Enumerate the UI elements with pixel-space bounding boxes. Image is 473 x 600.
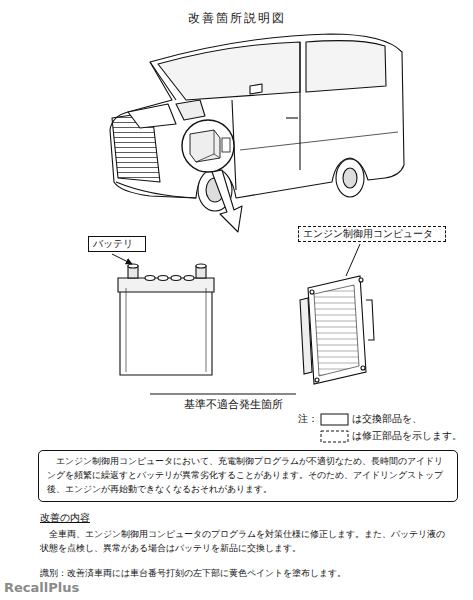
part-label-box: エンジン制御用コンピュータ bbox=[298, 226, 446, 242]
pointer-arrow bbox=[212, 170, 242, 232]
car-illustration bbox=[110, 34, 404, 211]
legend-entry: は修正部品を示します。 bbox=[352, 430, 462, 443]
legend-text: は交換部品を、 bbox=[352, 413, 422, 426]
node-text: エンジン制御用コンピュータ bbox=[303, 228, 441, 240]
page-title: 改善箇所説明図 bbox=[0, 10, 473, 27]
identification-note: 識別：改善済車両には車台番号打刻の左下部に黄色ペイントを塗布します。 bbox=[40, 568, 465, 580]
callout-circle bbox=[182, 120, 234, 172]
fault-location-label: 基準不適合発生箇所 bbox=[184, 398, 283, 412]
legend-text: は修正部品を示します。 bbox=[352, 430, 462, 443]
note-box: エンジン制御用コンピュータにおいて、充電制御プログラムが不適切なため、長時間のア… bbox=[38, 450, 458, 502]
leader-line bbox=[150, 394, 296, 395]
leader-line bbox=[112, 254, 132, 264]
body-text: 全車両、エンジン制御用コンピュータのプログラムを対策仕様に修正します。また、バッ… bbox=[40, 527, 450, 556]
legend-dashed-box bbox=[321, 431, 348, 442]
legend-entry: は交換部品を、 bbox=[352, 413, 422, 426]
legend-solid-box bbox=[321, 414, 348, 425]
battery-drawing bbox=[118, 264, 214, 375]
watermark: RecallPlus bbox=[4, 580, 79, 597]
section-heading: 改善の内容 bbox=[40, 512, 90, 524]
ecu-drawing bbox=[300, 276, 374, 384]
leader-line bbox=[346, 244, 360, 276]
part-label-box: バッテリ bbox=[88, 236, 146, 252]
node-text: エンジン制御用コンピュータにおいて、充電制御プログラムが不適切なため、長時間のア… bbox=[47, 455, 449, 497]
note-label: 注： bbox=[298, 413, 318, 425]
node-text: バッテリ bbox=[93, 238, 141, 250]
